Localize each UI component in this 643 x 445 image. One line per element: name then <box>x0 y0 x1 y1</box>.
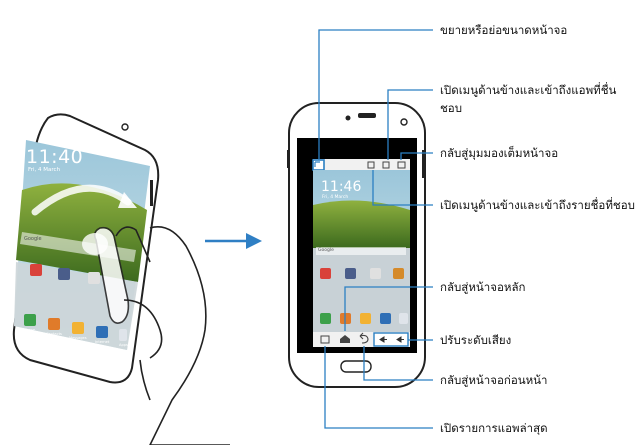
right-search-bar: Google <box>318 248 334 253</box>
callout-lines <box>318 29 433 429</box>
callout-side-apps: เปิดเมนูด้านข้างและเข้าถึงแอพที่ชื่น <box>440 83 617 97</box>
left-dock-label: Apps <box>119 343 128 347</box>
hand-illustration <box>82 226 230 445</box>
callout-volume: ปรับระดับเสียง <box>440 333 512 347</box>
right-phone <box>287 102 426 388</box>
callout-home: กลับสู่หน้าจอหลัก <box>440 280 526 294</box>
transition-arrow <box>205 233 262 249</box>
left-dock-label: Internet <box>95 340 110 344</box>
callout-back: กลับสู่หน้าจอก่อนหน้า <box>440 373 548 387</box>
callout-full-view: กลับสู่มุมมองเต็มหน้าจอ <box>440 146 559 160</box>
left-phone-clock: 11:40 <box>26 146 84 168</box>
callout-recent: เปิดรายการแอพล่าสุด <box>440 421 548 435</box>
left-dock-label: Phone <box>24 328 36 332</box>
callout-side-apps-cont: ชอบ <box>440 101 463 115</box>
left-phone-date: Fri, 4 March <box>28 167 61 173</box>
volume-down-icon[interactable] <box>379 336 387 343</box>
left-dock-label: Messages <box>69 336 87 340</box>
home-icon[interactable] <box>340 335 350 343</box>
right-phone-date: Fri, 4 March <box>322 195 349 200</box>
hardware-home-button[interactable] <box>340 360 372 373</box>
left-dock-label: Contacts <box>46 332 62 336</box>
app-icon <box>30 264 42 276</box>
back-icon[interactable] <box>359 332 369 344</box>
callout-zoom: ขยายหรือย่อขนาดหน้าจอ <box>440 23 568 37</box>
right-phone-clock: 11:46 <box>321 179 362 195</box>
volume-up-icon[interactable] <box>396 336 404 343</box>
callout-side-contacts: เปิดเมนูด้านข้างและเข้าถึงรายชื่อที่ชอบ <box>440 198 635 212</box>
recent-apps-icon[interactable] <box>320 335 330 344</box>
left-search-bar: Google <box>24 236 42 242</box>
